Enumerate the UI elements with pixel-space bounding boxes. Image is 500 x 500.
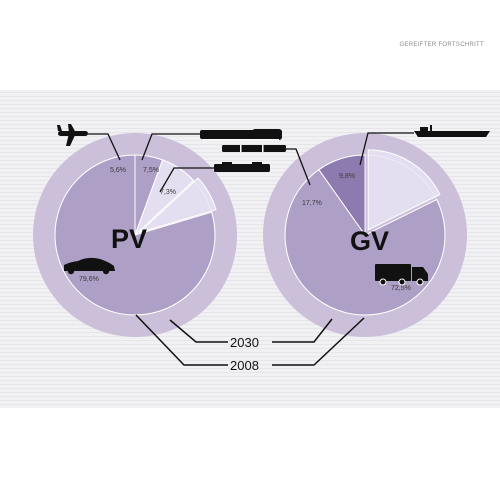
gv-label: GV <box>350 226 389 256</box>
gv-ship-pct: 9,8% <box>339 173 355 180</box>
pv-inner-ring-outline <box>54 154 216 316</box>
ship-leader <box>359 132 414 166</box>
airplane-leader <box>88 133 121 161</box>
pv-tram-pct: 7,3% <box>160 189 176 196</box>
gv-train-pct: 17,7% <box>302 200 322 207</box>
train-icon <box>200 129 282 141</box>
ship-icon <box>414 125 490 137</box>
connector-2030-right <box>272 318 333 343</box>
pv-slice-car <box>54 154 216 316</box>
pv-slices <box>54 154 217 316</box>
header-title: GEREIFTER FORTSCHRITT <box>399 42 484 48</box>
connector-2008-right <box>272 317 365 366</box>
airplane-icon <box>57 124 88 146</box>
leader-lines <box>88 132 414 193</box>
truck-icon <box>375 264 428 286</box>
gv-train-leader <box>286 148 311 186</box>
pv-airplane-pct: 5,6% <box>110 167 126 174</box>
tram-icon <box>214 162 270 172</box>
tram-leader <box>159 167 214 193</box>
connector-2008-left <box>135 314 228 366</box>
year-2030-label: 2030 <box>230 335 259 350</box>
year-connectors <box>135 314 365 366</box>
connector-2030-left <box>169 319 228 343</box>
pv-train-pct: 7,5% <box>143 167 159 174</box>
gv-inner-ring-outline <box>284 154 446 316</box>
gv-train-icon <box>222 145 286 152</box>
year-2008-label: 2008 <box>230 358 259 373</box>
gv-slice-train <box>367 149 441 231</box>
car-icon <box>64 257 115 275</box>
pv-label: PV <box>111 224 147 254</box>
pv-slice-tram <box>139 177 217 234</box>
pv-car-pct: 79,6% <box>79 276 99 283</box>
gv-truck-pct: 72,5% <box>391 285 411 292</box>
train-leader <box>141 133 200 161</box>
